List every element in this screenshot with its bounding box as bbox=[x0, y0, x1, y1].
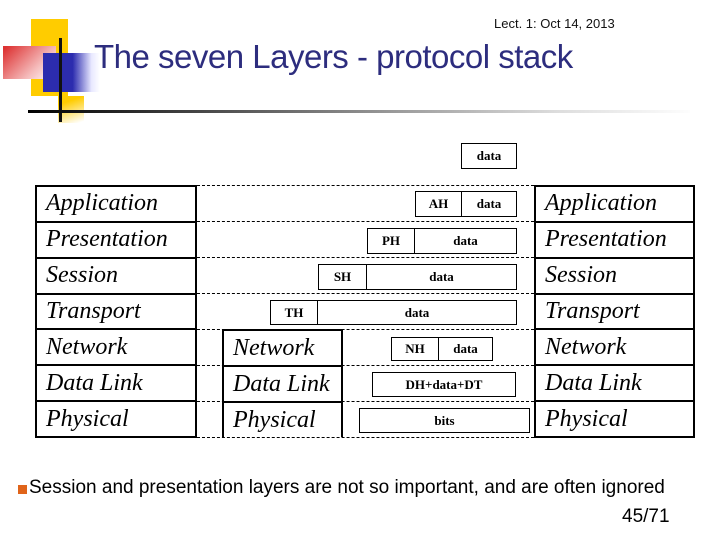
pdu-network-payload: data bbox=[453, 341, 478, 356]
dashed-line-physical-bottom bbox=[197, 437, 534, 438]
pdu-transport-box: TH data bbox=[270, 300, 517, 325]
receiver-layer-datalink: Data Link bbox=[536, 364, 693, 400]
pdu-user-data-label: data bbox=[476, 148, 502, 163]
sender-layer-session: Session bbox=[37, 256, 195, 293]
dashed-line-session-top bbox=[197, 257, 534, 258]
slide-title: The seven Layers - protocol stack bbox=[94, 38, 573, 75]
dashed-line-network-top bbox=[197, 329, 534, 330]
sender-stack: Application Presentation Session Transpo… bbox=[35, 185, 197, 438]
pdu-network-box: NH data bbox=[391, 337, 493, 361]
title-underline-rule bbox=[28, 110, 690, 113]
logo-yellow-tail-block bbox=[58, 96, 84, 123]
pdu-application-box: AH data bbox=[415, 191, 517, 217]
logo-vertical-line bbox=[59, 38, 62, 122]
pdu-user-data-box: data bbox=[461, 143, 517, 169]
page-number: 45/71 bbox=[622, 506, 670, 527]
sender-layer-presentation: Presentation bbox=[37, 220, 195, 257]
receiver-layer-session: Session bbox=[536, 256, 693, 293]
intermediate-stack: Network Data Link Physical bbox=[222, 329, 343, 437]
pdu-transport-header: TH bbox=[271, 301, 318, 324]
pdu-application-header: AH bbox=[416, 192, 462, 216]
pdu-transport-payload: data bbox=[404, 304, 430, 320]
sender-layer-datalink: Data Link bbox=[37, 364, 195, 400]
pdu-session-header: SH bbox=[319, 265, 367, 289]
lecture-date: Lect. 1: Oct 14, 2013 bbox=[494, 16, 615, 31]
pdu-datalink-box: DH+data+DT bbox=[372, 372, 516, 397]
receiver-stack: Application Presentation Session Transpo… bbox=[534, 185, 695, 438]
intermediate-layer-network: Network bbox=[233, 334, 315, 361]
bullet-square-icon bbox=[18, 485, 27, 494]
receiver-layer-transport: Transport bbox=[536, 292, 693, 329]
sender-layer-transport: Transport bbox=[37, 292, 195, 329]
pdu-presentation-box: PH data bbox=[367, 228, 517, 254]
pdu-presentation-payload: data bbox=[453, 233, 478, 248]
pdu-application-payload: data bbox=[476, 196, 502, 211]
sender-layer-network: Network bbox=[37, 328, 195, 364]
pdu-session-payload: data bbox=[429, 269, 454, 284]
receiver-layer-application: Application bbox=[545, 190, 657, 217]
pdu-network-header: NH bbox=[392, 338, 439, 360]
receiver-layer-physical: Physical bbox=[536, 400, 693, 436]
sender-layer-physical: Physical bbox=[37, 400, 195, 436]
footer-note: Session and presentation layers are not … bbox=[29, 477, 665, 498]
dashed-line-application-top bbox=[197, 185, 534, 186]
pdu-physical-box: bits bbox=[359, 408, 530, 433]
receiver-layer-network: Network bbox=[536, 328, 693, 364]
dashed-line-datalink-top bbox=[197, 365, 534, 366]
pdu-datalink-label: DH+data+DT bbox=[405, 376, 483, 392]
intermediate-layer-physical: Physical bbox=[224, 401, 341, 437]
dashed-line-presentation-top bbox=[197, 221, 534, 222]
logo-blue-block bbox=[43, 53, 100, 92]
pdu-presentation-header: PH bbox=[368, 229, 415, 253]
pdu-physical-label: bits bbox=[434, 412, 455, 428]
pdu-session-box: SH data bbox=[318, 264, 517, 290]
dashed-line-physical-top bbox=[197, 401, 534, 402]
intermediate-layer-datalink: Data Link bbox=[224, 365, 341, 401]
sender-layer-application: Application bbox=[46, 190, 158, 217]
dashed-line-transport-top bbox=[197, 293, 534, 294]
receiver-layer-presentation: Presentation bbox=[536, 220, 693, 257]
